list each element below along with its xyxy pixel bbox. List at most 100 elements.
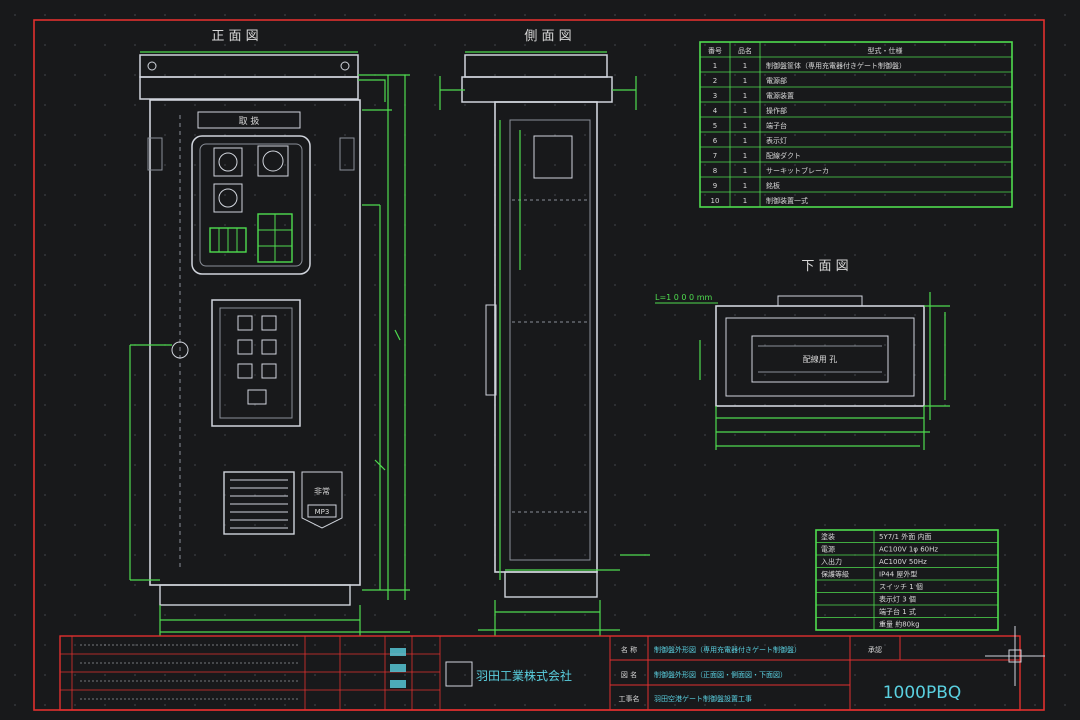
- side-inner-frame: [509, 119, 591, 561]
- parts-table-cell: 7: [713, 152, 717, 160]
- spec-table-cell: 表示灯 3 個: [879, 595, 916, 604]
- parts-table-cell: 表示灯: [766, 136, 787, 145]
- cable-opening-label: 配線用 孔: [803, 354, 838, 364]
- title-name-label: 名 称: [621, 645, 637, 654]
- hinge-icon: [147, 137, 163, 171]
- switch-icon: [237, 315, 253, 331]
- parts-table-cell: 制御装置一式: [766, 196, 808, 205]
- warning-tag-icon: [301, 471, 343, 529]
- title-block-frame: [59, 635, 1021, 711]
- parts-table-cell: サーキットブレーカ: [766, 166, 829, 175]
- company-logo-icon: [445, 661, 473, 687]
- parts-table-cell: 6: [713, 137, 718, 145]
- cable-opening: [751, 335, 889, 383]
- label-plate-text: MP3: [315, 508, 330, 516]
- parts-table-cell: 制御盤筐体（専用充電器付きゲート制御盤）: [766, 61, 906, 70]
- parts-table-cell: 4: [713, 107, 718, 115]
- front-nameplate: [197, 111, 301, 129]
- revision-table: [60, 636, 441, 710]
- spec-table-cell: 電源: [821, 545, 835, 554]
- lifting-eye-icon: [340, 61, 350, 71]
- parts-table-cell: 1: [743, 152, 747, 160]
- parts-table-frame: [699, 41, 1013, 208]
- spec-table-cell: 重量 約80kg: [879, 620, 920, 629]
- approval-label: 承認: [868, 645, 882, 654]
- drawing-name-label: 図 名: [621, 670, 637, 679]
- parts-table-cell: 銘板: [766, 181, 780, 190]
- switch-icon: [237, 339, 253, 355]
- parts-table-cell: 1: [713, 62, 717, 70]
- spec-table-cell: AC100V 1φ 60Hz: [879, 546, 938, 554]
- spec-table-cell: 入出力: [821, 557, 842, 566]
- parts-table-cell: 1: [743, 77, 747, 85]
- drawing-number: 1000PBQ: [883, 683, 962, 703]
- parts-table-cell: 1: [743, 197, 747, 205]
- parts-table-cell: 電源部: [766, 76, 787, 85]
- door-handle-icon: [171, 341, 189, 359]
- side-plinth: [504, 571, 598, 598]
- parts-table-cell: 1: [743, 122, 747, 130]
- spec-table-cell: IP44 屋外型: [879, 570, 917, 579]
- meter-dial-icon: [218, 188, 238, 208]
- parts-table-cell: 2: [713, 77, 717, 85]
- front-view-title: 正 面 図: [211, 29, 258, 44]
- switch-panel-inner: [219, 307, 293, 419]
- parts-table-cell: 9: [713, 182, 717, 190]
- switch-icon: [261, 339, 277, 355]
- meter-icon: [257, 145, 289, 177]
- meter-icon: [213, 147, 243, 177]
- lifting-eye-icon: [147, 61, 157, 71]
- front-dimensions: [129, 51, 410, 636]
- front-view[interactable]: 正 面 図 取 扱: [129, 29, 410, 636]
- parts-table-cell: 操作部: [766, 106, 787, 115]
- louver-vent: [223, 471, 295, 535]
- bottom-dimensions: [699, 292, 950, 450]
- spec-table-cell: スイッチ 1 個: [879, 582, 923, 591]
- nameplate-label: 取 扱: [239, 115, 260, 127]
- parts-table-cell: 1: [743, 62, 747, 70]
- spec-table-cell: 端子台 1 式: [879, 607, 916, 616]
- parts-table-cell: 端子台: [766, 121, 787, 130]
- front-plinth: [159, 584, 351, 606]
- crosshair-cursor-icon: [985, 626, 1045, 686]
- parts-table-cell: 8: [713, 167, 717, 175]
- side-dimensions: [439, 51, 650, 636]
- meter-icon: [213, 183, 243, 213]
- parts-table-cell: 電源装置: [766, 91, 794, 100]
- spec-table-cell: 5Y7/1 外面 内面: [879, 532, 931, 541]
- spec-table-cell: 保護等級: [821, 570, 849, 579]
- bottom-view[interactable]: 下 面 図 L=1 0 0 0 mm 配線用 孔: [655, 259, 950, 450]
- instrument-window-inner: [199, 143, 303, 267]
- instrument-window: [191, 135, 311, 275]
- switch-panel: [211, 299, 301, 427]
- bottom-callout: L=1 0 0 0 mm: [655, 293, 712, 302]
- parts-table-cell: 1: [743, 107, 747, 115]
- drawing-name-value: 制御盤外形図（正面図・側面図・下面図）: [654, 670, 787, 679]
- parts-table-cell: 3: [713, 92, 717, 100]
- bottom-inner: [725, 317, 915, 397]
- meter-dial-icon: [218, 152, 238, 172]
- parts-table-cell: 5: [713, 122, 717, 130]
- switch-icon: [237, 363, 253, 379]
- spec-table-cell: AC100V 50Hz: [879, 558, 927, 566]
- side-view-title: 側 面 図: [524, 29, 571, 44]
- title-block[interactable]: 羽田工業株式会社 名 称 図 名 工事名 制御盤外形図（専用充電器付きゲート制御…: [59, 626, 1045, 711]
- switch-icon: [261, 315, 277, 331]
- parts-table-header: 番号: [708, 47, 722, 55]
- meter-dial-icon: [262, 150, 284, 172]
- switch-icon: [261, 363, 277, 379]
- side-view[interactable]: 側 面 図: [439, 29, 650, 636]
- project-name-value: 羽田空港ゲート制御盤設置工事: [654, 694, 752, 703]
- parts-table-cell: 1: [743, 137, 747, 145]
- side-component-icon: [533, 135, 573, 179]
- warning-tag-label: 非常: [314, 486, 330, 496]
- switch-icon: [247, 389, 267, 405]
- parts-table-cell: 1: [743, 92, 747, 100]
- company-name: 羽田工業株式会社: [476, 668, 572, 683]
- project-name-label: 工事名: [619, 694, 640, 703]
- parts-table-cell: 1: [743, 182, 747, 190]
